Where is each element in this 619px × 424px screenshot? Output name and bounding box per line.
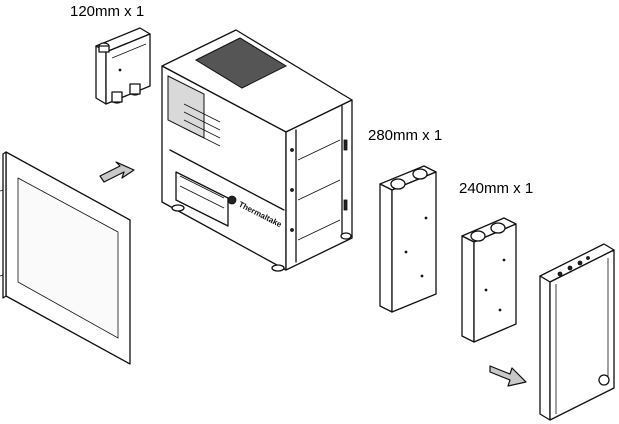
chassis: Thermaltake	[161, 29, 353, 272]
front-panel	[539, 243, 615, 421]
radiator-240mm	[461, 217, 517, 343]
radiator-280mm-label: 280mm x 1	[368, 127, 443, 144]
removal-arrow-icon	[99, 161, 135, 183]
side-panel	[0, 151, 131, 365]
radiator-120mm	[95, 27, 151, 105]
top-vent	[194, 37, 288, 89]
radiator-240mm-label: 240mm x 1	[459, 180, 534, 197]
radiator-120mm-label: 120mm x 1	[70, 3, 145, 20]
removal-arrow-icon	[489, 365, 527, 387]
radiator-280mm	[379, 165, 437, 313]
